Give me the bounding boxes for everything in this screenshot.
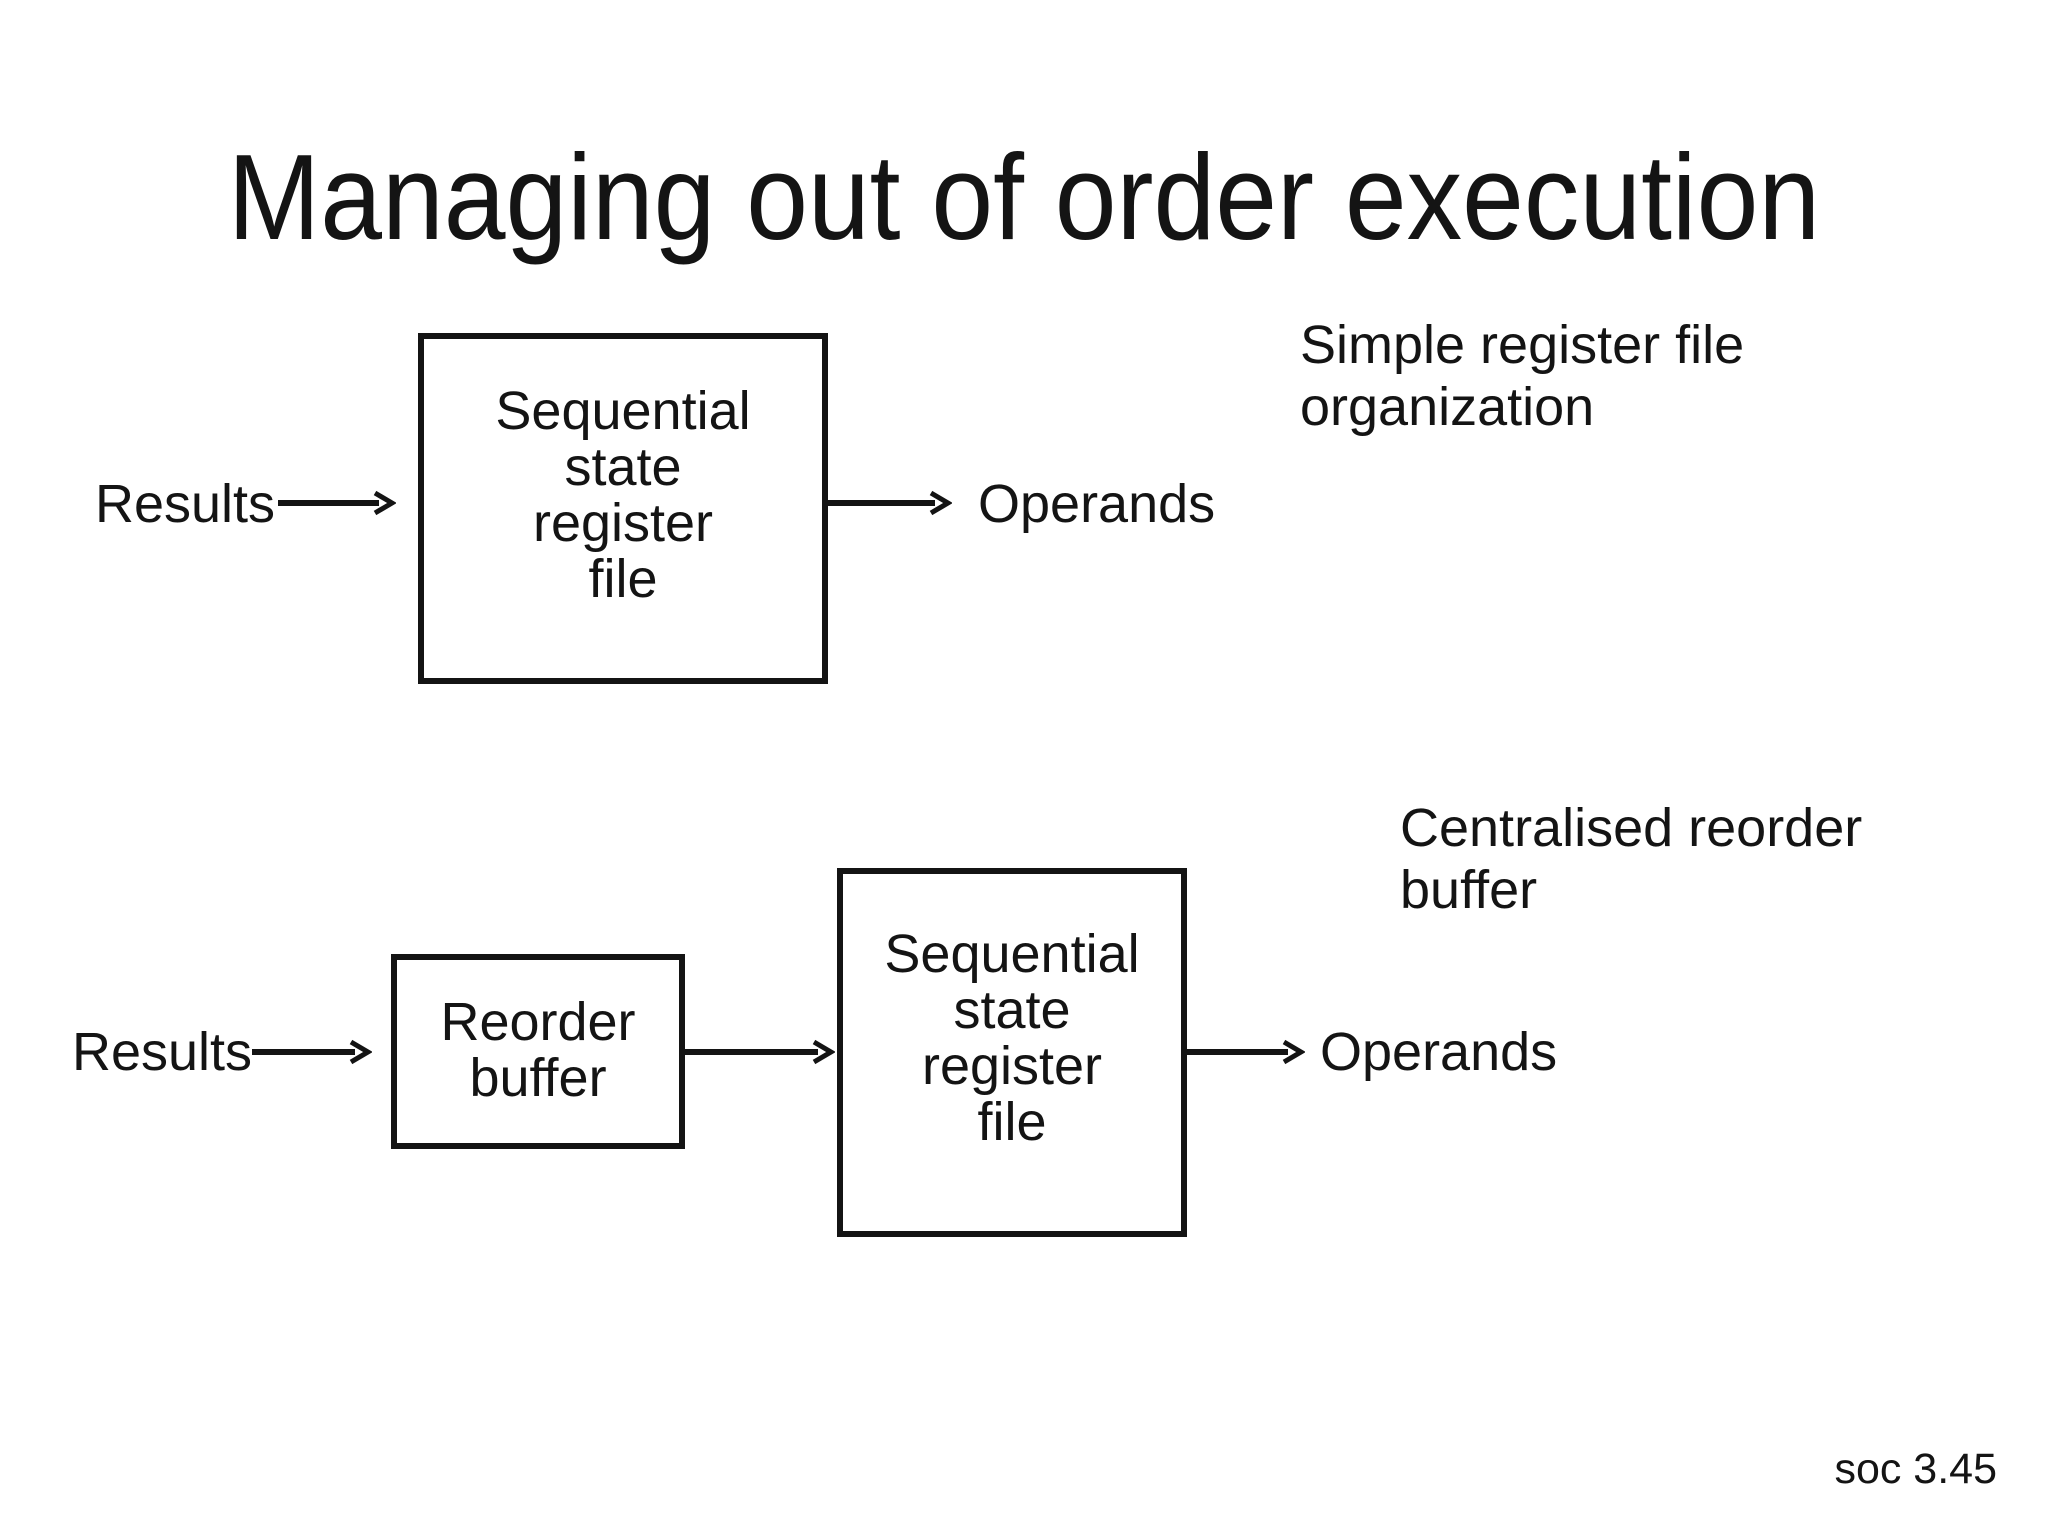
- top-results-label: Results: [95, 474, 276, 534]
- bottom-results-arrow: [252, 1039, 372, 1065]
- top-results-arrow: [278, 490, 396, 516]
- top-operands-arrow: [828, 490, 952, 516]
- reorder-to-register-arrow: [685, 1039, 835, 1065]
- slide-title-text: Managing out of order execution: [227, 129, 1821, 265]
- bottom-operands-arrow: [1187, 1039, 1305, 1065]
- bottom-operands-label: Operands: [1320, 1022, 1558, 1082]
- reorder-buffer-box: Reorder buffer: [391, 954, 685, 1149]
- slide-number: soc 3.45: [1834, 1445, 1997, 1493]
- bottom-register-file-box: Sequential state register file: [837, 868, 1187, 1237]
- top-register-file-box: Sequential state register file: [418, 333, 828, 684]
- slide-title: Managing out of order execution: [0, 127, 2048, 267]
- top-register-file-box-label: Sequential state register file: [495, 380, 751, 609]
- top-operands-label: Operands: [978, 474, 1216, 534]
- top-annotation: Simple register file organization: [1300, 315, 1745, 437]
- bottom-register-file-box-label: Sequential state register file: [884, 923, 1140, 1152]
- bottom-annotation: Centralised reorder buffer: [1400, 798, 1863, 920]
- bottom-results-label: Results: [72, 1022, 253, 1082]
- reorder-buffer-box-label: Reorder buffer: [440, 991, 636, 1108]
